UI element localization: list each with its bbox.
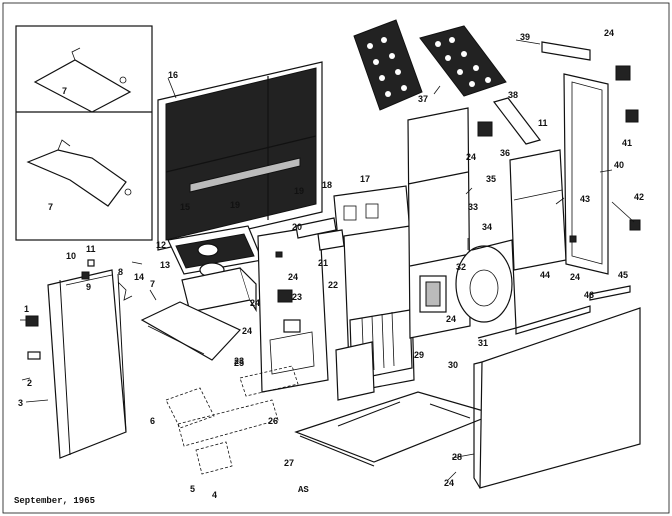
callout-45: 45	[618, 270, 628, 280]
callout-35: 35	[486, 174, 496, 184]
callout-24b: 24	[466, 152, 476, 162]
callout-1: 1	[24, 304, 29, 314]
callout-34: 34	[482, 222, 492, 232]
callout-18: 18	[322, 180, 332, 190]
callout-4: 4	[212, 490, 217, 500]
callout-43: 43	[580, 194, 590, 204]
callout-22: 22	[328, 280, 338, 290]
callout-44: 44	[540, 270, 550, 280]
callout-11b: 11	[538, 118, 548, 128]
callout-23b: 23	[234, 356, 244, 366]
callout-30: 30	[448, 360, 458, 370]
callout-24f: 24	[570, 272, 580, 282]
callout-37: 37	[418, 94, 428, 104]
callout-24c: 24	[250, 298, 260, 308]
callout-24a: 24	[604, 28, 614, 38]
callout-38: 38	[508, 90, 518, 100]
callout-42: 42	[634, 192, 644, 202]
callout-24d: 24	[242, 326, 252, 336]
callout-32: 32	[456, 262, 466, 272]
lower-baffle	[140, 301, 242, 361]
filter-right	[419, 25, 507, 97]
heat-exchanger	[335, 225, 415, 401]
callout-40: 40	[614, 160, 624, 170]
callout-8: 8	[118, 267, 123, 277]
callout-28: 28	[452, 452, 462, 462]
callout-36: 36	[500, 148, 510, 158]
side-strips	[515, 285, 631, 335]
callout-29: 29	[414, 350, 424, 360]
leader-lines	[20, 39, 635, 481]
bottom-pan-27	[294, 391, 496, 467]
door-panel-28	[473, 307, 641, 489]
panel-17	[295, 185, 411, 251]
burner-assembly	[167, 225, 263, 313]
callout-39: 39	[520, 32, 530, 42]
callout-23a: 23	[292, 292, 302, 302]
callout-31: 31	[478, 338, 488, 348]
callout-7c: 7	[150, 279, 155, 289]
callout-14: 14	[134, 272, 144, 282]
callout-16: 16	[168, 70, 178, 80]
front-panel-22	[257, 225, 329, 393]
callout-24g: 24	[444, 478, 454, 488]
footer-code: AS	[298, 485, 309, 495]
callout-9: 9	[86, 282, 91, 292]
callout-19b: 19	[294, 186, 304, 196]
filter-left	[353, 19, 423, 111]
callout-labels: 1 2 3 4 5 6 7 7 7 8 9 10 11 11 12 13 14 …	[18, 28, 644, 500]
callout-7b: 7	[48, 202, 53, 212]
callout-5: 5	[190, 484, 195, 494]
callout-41: 41	[622, 138, 632, 148]
callout-20: 20	[292, 222, 302, 232]
main-cabinet	[157, 61, 323, 251]
callout-17: 17	[360, 174, 370, 184]
rear-panel-43	[509, 149, 567, 271]
callout-27: 27	[284, 458, 294, 468]
callout-12: 12	[156, 240, 166, 250]
callout-26: 26	[268, 416, 278, 426]
callout-33: 33	[468, 202, 478, 212]
callout-3: 3	[18, 398, 23, 408]
rails	[477, 41, 641, 231]
inset-box	[15, 25, 153, 241]
callout-2: 2	[27, 378, 32, 388]
support-brackets	[165, 365, 299, 475]
callout-19a: 19	[230, 200, 240, 210]
callout-24h: 24	[288, 272, 298, 282]
callout-46: 46	[584, 290, 594, 300]
left-door-panel	[47, 269, 127, 459]
callout-7a: 7	[62, 86, 67, 96]
callout-13: 13	[160, 260, 170, 270]
side-panel-40	[563, 73, 609, 275]
callout-25: 25	[234, 358, 244, 368]
small-hardware	[25, 259, 143, 360]
callout-24e: 24	[446, 314, 456, 324]
callout-11a: 11	[86, 244, 96, 254]
callout-21: 21	[318, 258, 328, 268]
callout-10: 10	[66, 251, 76, 261]
footer-date: September, 1965	[14, 496, 95, 506]
blower-assembly	[407, 107, 517, 339]
callout-6: 6	[150, 416, 155, 426]
callout-15: 15	[180, 202, 190, 212]
